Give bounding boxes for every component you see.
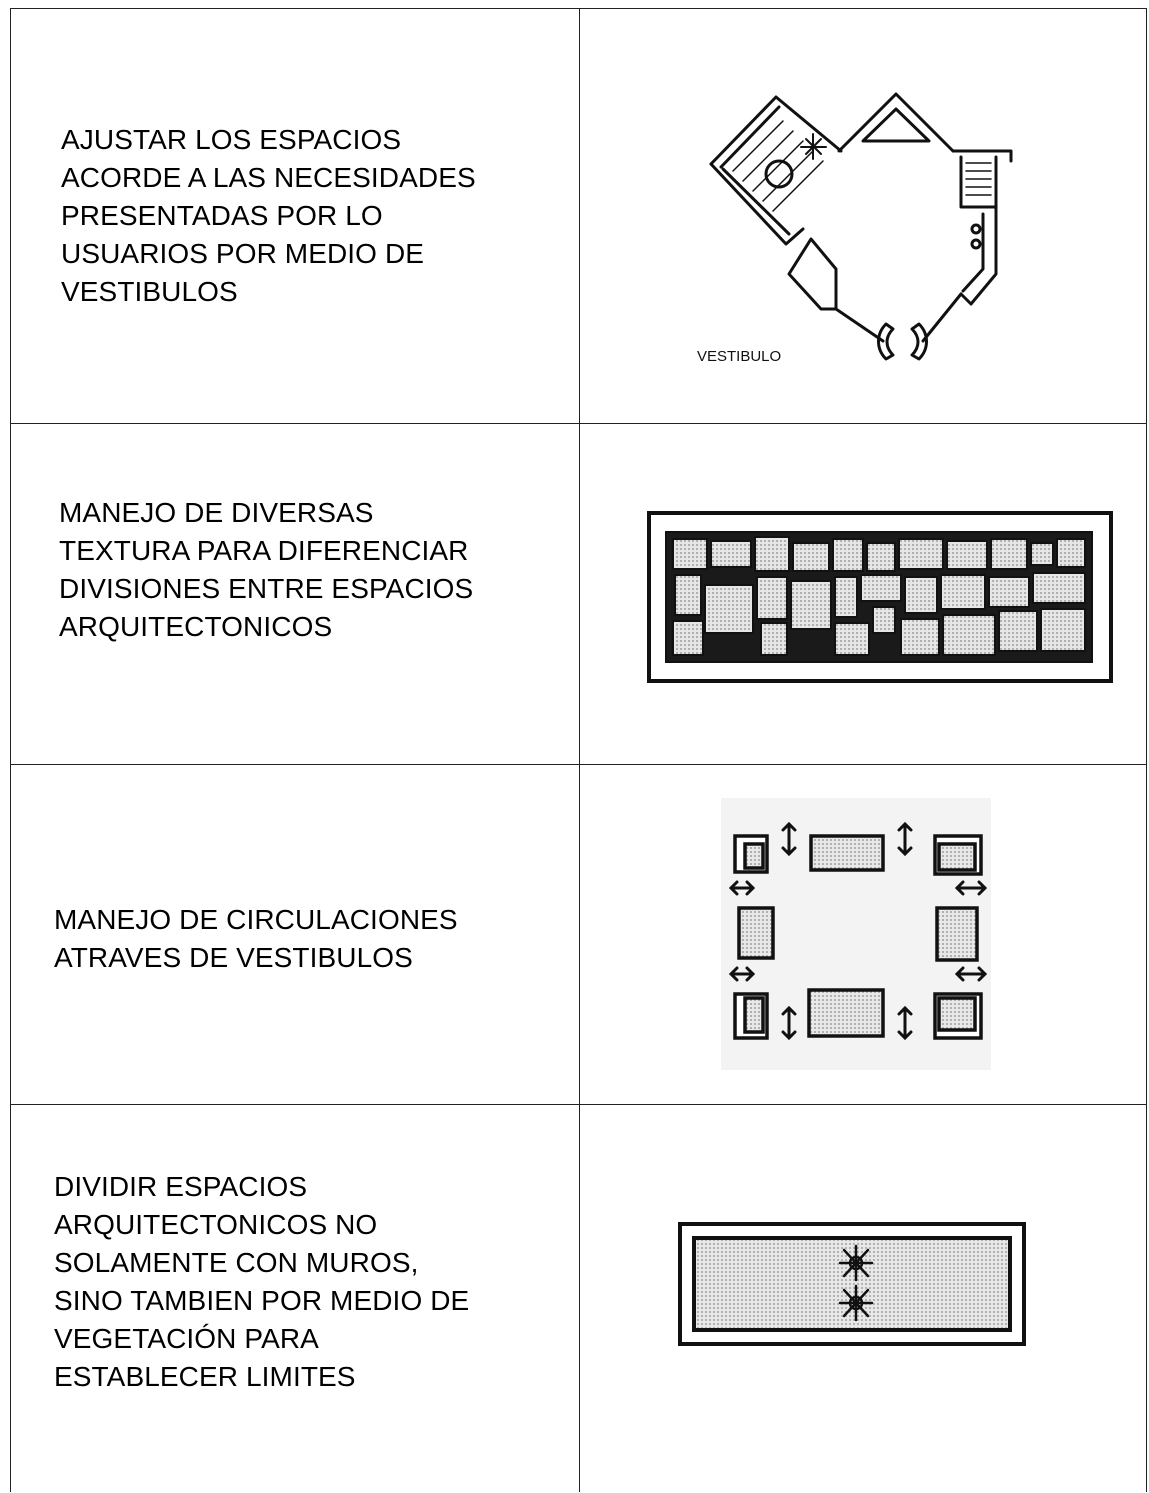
content-table: AJUSTAR LOS ESPACIOS ACORDE A LAS NECESI… bbox=[10, 8, 1147, 1492]
vestibule-plan-sketch-icon: VESTIBULO bbox=[697, 92, 1013, 365]
sketch-caption: VESTIBULO bbox=[697, 348, 781, 365]
table-row: MANEJO DE CIRCULACIONES ATRAVES DE VESTI… bbox=[11, 764, 1146, 1105]
column-divider bbox=[579, 9, 580, 1492]
vegetation-divider-sketch-icon bbox=[678, 1222, 1026, 1346]
text-line: MANEJO DE DIVERSAS bbox=[59, 497, 374, 528]
row-4-text: DIVIDIR ESPACIOS ARQUITECTONICOS NO SOLA… bbox=[54, 1168, 469, 1396]
table-row: AJUSTAR LOS ESPACIOS ACORDE A LAS NECESI… bbox=[11, 9, 1146, 424]
row-3-text: MANEJO DE CIRCULACIONES ATRAVES DE VESTI… bbox=[54, 901, 458, 977]
text-line: AJUSTAR LOS ESPACIOS bbox=[61, 124, 402, 155]
text-line: ARQUITECTONICOS bbox=[59, 611, 333, 642]
text-line: SINO TAMBIEN POR MEDIO DE bbox=[54, 1285, 470, 1316]
table-row: MANEJO DE DIVERSAS TEXTURA PARA DIFERENC… bbox=[11, 423, 1146, 765]
text-line: PRESENTADAS POR LO bbox=[61, 200, 383, 231]
text-line: USUARIOS POR MEDIO DE bbox=[61, 238, 425, 269]
row-2-text: MANEJO DE DIVERSAS TEXTURA PARA DIFERENC… bbox=[59, 494, 473, 646]
text-line: VEGETACIÓN PARA bbox=[54, 1323, 319, 1354]
text-line: ATRAVES DE VESTIBULOS bbox=[54, 942, 413, 973]
text-line: VESTIBULOS bbox=[61, 276, 238, 307]
text-line: ARQUITECTONICOS NO bbox=[54, 1209, 378, 1240]
text-line: TEXTURA PARA DIFERENCIAR bbox=[59, 535, 469, 566]
text-line: DIVISIONES ENTRE ESPACIOS bbox=[59, 573, 474, 604]
text-line: MANEJO DE CIRCULACIONES bbox=[54, 904, 458, 935]
circulation-plan-sketch-icon bbox=[721, 798, 991, 1070]
texture-paving-sketch-icon bbox=[647, 511, 1113, 683]
table-row: DIVIDIR ESPACIOS ARQUITECTONICOS NO SOLA… bbox=[11, 1104, 1146, 1493]
text-line: DIVIDIR ESPACIOS bbox=[54, 1171, 308, 1202]
text-line: ESTABLECER LIMITES bbox=[54, 1361, 356, 1392]
text-line: SOLAMENTE CON MUROS, bbox=[54, 1247, 419, 1278]
row-1-text: AJUSTAR LOS ESPACIOS ACORDE A LAS NECESI… bbox=[61, 121, 476, 311]
text-line: ACORDE A LAS NECESIDADES bbox=[61, 162, 476, 193]
